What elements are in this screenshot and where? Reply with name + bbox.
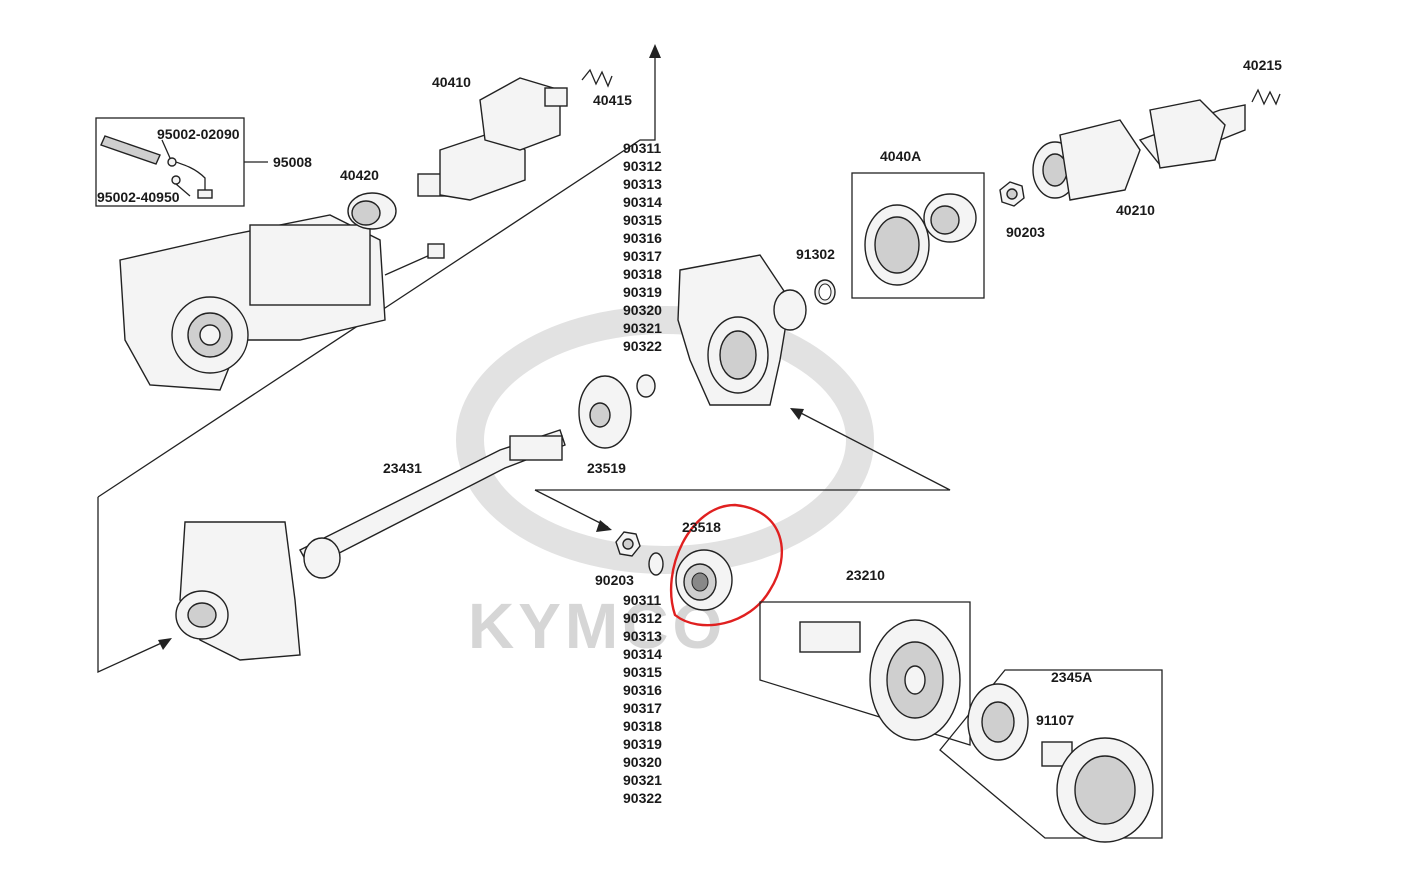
shim-bottom-item: 90312 [623, 610, 662, 626]
shim-top-item: 90319 [623, 284, 662, 300]
label-90203-bottom: 90203 [595, 572, 634, 588]
shim-top-item: 90311 [623, 140, 661, 156]
shim-top-item: 90312 [623, 158, 662, 174]
shim-top-item: 90313 [623, 176, 662, 192]
gear-kit-2345A [939, 669, 1163, 843]
transfer-case-lower [175, 521, 301, 661]
highlight-outline [669, 503, 784, 627]
label-91107: 91107 [1036, 712, 1074, 728]
shim-bottom-item: 90316 [623, 682, 662, 698]
label-23210: 23210 [846, 567, 885, 583]
shim-top-item: 90315 [623, 212, 662, 228]
label-23519: 23519 [587, 460, 626, 476]
shim-top-item: 90316 [623, 230, 662, 246]
ring-91302 [814, 279, 836, 305]
label-40410: 40410 [432, 74, 471, 90]
shim-bottom-item: 90314 [623, 646, 662, 662]
shim-top-item: 90318 [623, 266, 662, 282]
driveshaft-40410 [417, 77, 568, 201]
plate-23519 [578, 374, 656, 449]
part-labels: 95008 95002-02090 95002-40950 40410 4041… [97, 57, 1282, 728]
shim-bottom-item: 90318 [623, 718, 662, 734]
shim-top-item: 90321 [623, 320, 662, 336]
shim-list-bottom: 90311 90312 90313 90314 90315 90316 9031… [623, 592, 662, 806]
shim-top-item: 90314 [623, 194, 662, 210]
shim-top-item: 90320 [623, 302, 662, 318]
shim-bottom-item: 90311 [623, 592, 661, 608]
shim-bottom-item: 90315 [623, 664, 662, 680]
shim-bottom-item: 90317 [623, 700, 662, 716]
label-91302: 91302 [796, 246, 835, 262]
hose-kit-95008 [95, 117, 245, 207]
bearing-kit-4040A [851, 172, 985, 299]
label-90203-top: 90203 [1006, 224, 1045, 240]
label-40415: 40415 [593, 92, 632, 108]
seal-40420 [347, 192, 397, 230]
shim-list-top: 90311 90312 90313 90314 90315 90316 9031… [623, 140, 662, 354]
shim-bottom-item: 90321 [623, 772, 662, 788]
driveshaft-40210 [1032, 99, 1246, 201]
nut-90203-bottom [615, 531, 664, 576]
shaft-23431 [299, 429, 566, 579]
label-95002-02090: 95002-02090 [157, 126, 240, 142]
shim-bottom-item: 90319 [623, 736, 662, 752]
label-40210: 40210 [1116, 202, 1155, 218]
label-4040A: 4040A [880, 148, 921, 164]
spring-40215 [1251, 88, 1281, 106]
shim-bottom-item: 90322 [623, 790, 662, 806]
label-23431: 23431 [383, 460, 422, 476]
shim-top-item: 90322 [623, 338, 662, 354]
label-95008: 95008 [273, 154, 312, 170]
gear-kit-23210 [759, 601, 971, 746]
watermark-text: KYMCO [468, 590, 726, 662]
label-40215: 40215 [1243, 57, 1282, 73]
label-40420: 40420 [340, 167, 379, 183]
label-2345A: 2345A [1051, 669, 1092, 685]
seal-23518 [675, 549, 733, 611]
shim-bottom-item: 90320 [623, 754, 662, 770]
watermark-logo: KYMCO [456, 306, 874, 662]
spring-40415 [581, 68, 613, 88]
nut-90203-top [999, 181, 1025, 207]
label-23518: 23518 [682, 519, 721, 535]
shim-top-item: 90317 [623, 248, 662, 264]
housing-fragment-upper [677, 254, 807, 406]
label-95002-40950: 95002-40950 [97, 189, 180, 205]
shim-bottom-item: 90313 [623, 628, 662, 644]
transfer-case-upper [119, 214, 445, 391]
